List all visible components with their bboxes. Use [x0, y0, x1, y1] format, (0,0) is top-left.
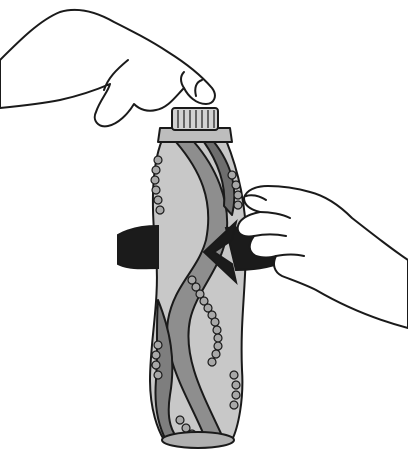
- rotation-band-left: [118, 226, 158, 268]
- brushroll-bottom-end: [162, 432, 234, 448]
- hand-icon-right: [238, 186, 408, 328]
- brushroll-cap: [172, 108, 218, 130]
